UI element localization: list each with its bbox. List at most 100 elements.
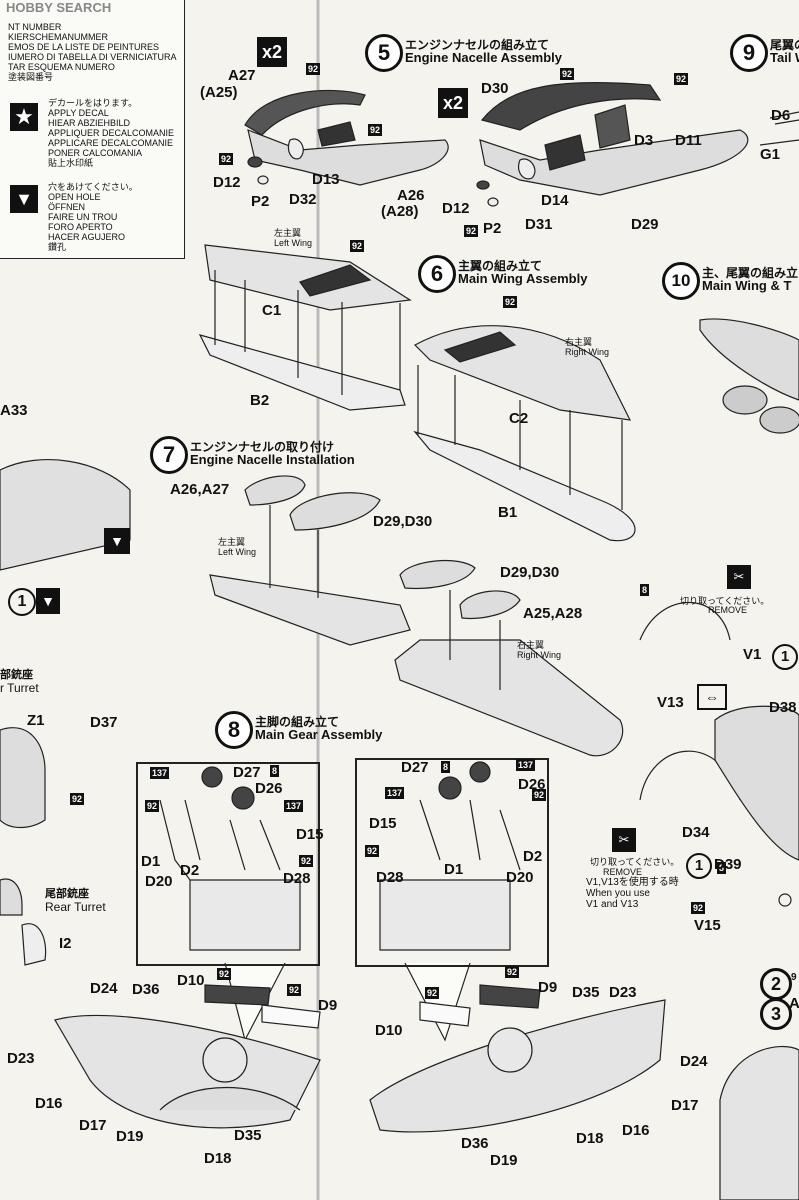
part-D18: D18	[204, 1150, 232, 1167]
legend-line-3: EMOS DE LA LISTE DE PEINTURES	[8, 42, 160, 52]
step-6-title-jp: 主翼の組み立て	[458, 259, 543, 273]
part-A28: (A28)	[381, 203, 419, 220]
part-D19: D19	[116, 1128, 144, 1145]
part-D17: D17	[79, 1117, 107, 1134]
step-7-number: 7	[150, 436, 188, 474]
part-D29-D30: D29,D30	[373, 513, 433, 530]
step-9-number: 9	[730, 34, 768, 72]
turret-en-2: Rear Turret	[45, 900, 106, 914]
part-D18-b: D18	[576, 1130, 604, 1147]
paint-92-c: 92	[219, 153, 234, 165]
left-wing-en: Left Wing	[274, 238, 313, 248]
part-P2: P2	[251, 193, 270, 210]
part-D16-b: D16	[622, 1122, 650, 1139]
legend-line-6: 塗装図番号	[8, 72, 54, 82]
part-A27: A27	[228, 67, 256, 84]
step-9-title-jp: 尾翼の	[770, 38, 799, 52]
option-1-marker-b: 1	[686, 853, 712, 879]
right-wing-jp-2: 右主翼	[517, 640, 545, 650]
step-10-title-jp: 主、尾翼の組み立	[702, 266, 799, 280]
step-8-title-jp: 主脚の組み立て	[255, 715, 340, 729]
part-D9-b: D9	[538, 979, 558, 996]
part-D37: D37	[90, 714, 118, 731]
part-D32: D32	[289, 191, 317, 208]
gear-detail-frame-left	[136, 762, 320, 966]
part-D36-b: D36	[461, 1135, 489, 1152]
decal-line-4: APPLIQUER DECALCOMANIE	[48, 128, 175, 138]
part-C1: C1	[262, 302, 282, 319]
part-D31: D31	[525, 216, 553, 233]
paint-137-d: 137	[385, 787, 405, 799]
part-D30: D30	[481, 80, 509, 97]
part-D24: D24	[90, 980, 118, 997]
paint-137-a: 137	[150, 767, 170, 779]
paint-92-q: 92	[425, 987, 440, 999]
part-D39: D39	[714, 856, 742, 873]
paint-92-e: 92	[674, 73, 689, 85]
use-note-en-1: When you use	[586, 888, 650, 899]
paint-92-f: 92	[464, 225, 479, 237]
swap-arrows-icon: ⇔	[697, 684, 727, 710]
part-D11: D11	[675, 132, 702, 149]
step-8-number: 8	[215, 711, 253, 749]
part-D20: D20	[145, 873, 173, 890]
paint-92-o: 92	[287, 984, 302, 996]
legend-line-2: KIERSCHEMANUMMER	[8, 32, 109, 42]
paint-92-r: 92	[691, 902, 706, 914]
decal-line-2: APPLY DECAL	[48, 108, 109, 118]
part-G1: G1	[760, 146, 781, 163]
part-I2: I2	[59, 935, 72, 952]
part-D17-b: D17	[671, 1097, 699, 1114]
part-D28-b: D28	[376, 869, 404, 886]
use-note-en-2: V1 and V13	[586, 899, 639, 910]
step-10-number: 10	[662, 262, 700, 300]
left-wing-jp: 左主翼	[274, 228, 302, 238]
step-5-number: 5	[365, 34, 403, 72]
remove-en: REMOVE	[708, 605, 748, 615]
hole-line-5: FORO APERTO	[48, 222, 113, 232]
paint-8-d: 8	[717, 862, 727, 874]
watermark-text: HOBBY SEARCH	[6, 0, 112, 15]
right-wing-jp: 右主翼	[565, 337, 593, 347]
variant-2-marker: 2	[760, 968, 792, 1000]
part-A25-A28: A25,A28	[523, 605, 583, 622]
left-wing-jp-2: 左主翼	[218, 537, 246, 547]
remove-jp: 切り取ってください。	[680, 596, 770, 606]
legend-line-4: IUMERO DI TABELLA DI VERNICIATURA	[8, 52, 177, 62]
paint-8-a: 8	[270, 765, 280, 777]
option-1-marker: 1	[772, 644, 798, 670]
paint-92-l: 92	[532, 789, 547, 801]
step-5-title-en: Engine Nacelle Assembly	[405, 50, 563, 65]
decal-line-7: 貼上水印紙	[48, 158, 94, 168]
part-D1: D1	[141, 853, 161, 870]
paint-92-p: 92	[505, 966, 520, 978]
part-D15: D15	[296, 826, 324, 843]
part-D19-b: D19	[490, 1152, 518, 1169]
paint-8-b: 8	[441, 761, 451, 773]
part-D2: D2	[180, 862, 200, 879]
part-D16: D16	[35, 1095, 63, 1112]
part-Z1: Z1	[27, 712, 45, 729]
left-wing-en-2: Left Wing	[218, 547, 257, 557]
drill-icon-2: ▼	[36, 588, 60, 614]
legend-line-1: NT NUMBER	[8, 22, 62, 32]
remove-jp-2: 切り取ってください。	[590, 857, 680, 867]
part-D26-b: D26	[518, 776, 546, 793]
gear-detail-frame-right	[355, 758, 549, 967]
part-D10-b: D10	[375, 1022, 403, 1039]
paint-92-i: 92	[70, 793, 85, 805]
part-D9: D9	[318, 997, 338, 1014]
part-D29: D29	[631, 216, 659, 233]
paint-92-g: 92	[350, 240, 365, 252]
step-9-title-en: Tail W	[770, 50, 799, 65]
part-D29-D30-b: D29,D30	[500, 564, 560, 581]
part-A25: (A25)	[200, 84, 238, 101]
turret-en-1: r Turret	[0, 681, 39, 695]
part-B1: B1	[498, 504, 518, 521]
hole-line-6: HACER AGUJERO	[48, 232, 126, 242]
part-D14: D14	[541, 192, 569, 209]
part-D12-b: D12	[442, 200, 470, 217]
paint-92-k: 92	[299, 855, 314, 867]
part-A26: A26	[397, 187, 425, 204]
